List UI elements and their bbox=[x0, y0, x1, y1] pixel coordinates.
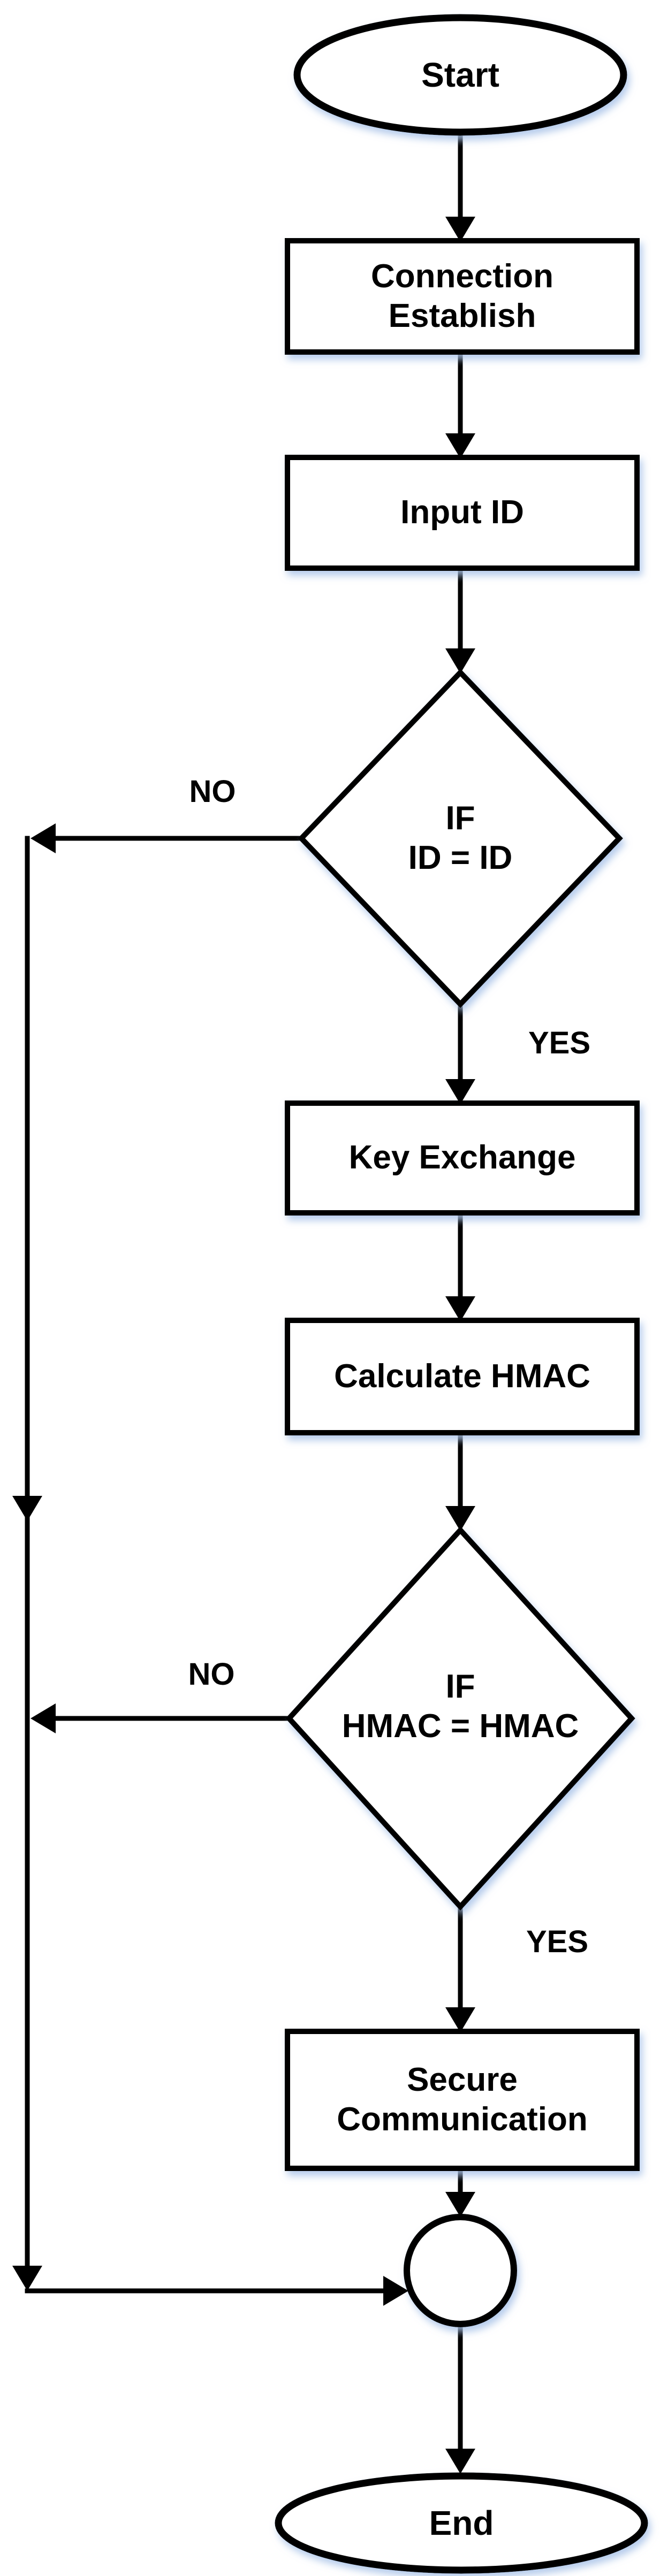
arrowhead-rail-into-junction bbox=[383, 2276, 408, 2306]
calculate-hmac-node-label: Calculate HMAC bbox=[334, 1357, 590, 1395]
junction-connector-shape bbox=[404, 2214, 517, 2327]
arrowhead-into-input bbox=[445, 433, 475, 458]
process-input-id-shape bbox=[285, 455, 640, 571]
arrowhead-no-hmac-into-rail bbox=[31, 1703, 56, 1733]
arrowhead-into-end bbox=[445, 2449, 475, 2474]
process-calculate-hmac-shape bbox=[285, 1318, 640, 1435]
process-secure-communication-shape bbox=[285, 2029, 640, 2171]
arrowhead-into-decision-hmac bbox=[445, 1506, 475, 1531]
arrowhead-into-secure-communication bbox=[445, 2007, 475, 2032]
decision-hmac-shape bbox=[285, 1526, 635, 1911]
arrowhead-rail-corner-down bbox=[12, 2266, 42, 2291]
arrowhead-into-decision-id bbox=[445, 648, 475, 674]
decision-id-no-label: NO bbox=[189, 774, 236, 809]
connection-establish-node-label: Connection Establish bbox=[371, 257, 553, 334]
secure-communication-node-label: Secure Communication bbox=[337, 2061, 588, 2138]
arrowhead-rail-mid-down bbox=[12, 1496, 42, 1521]
key-exchange-node-label: Key Exchange bbox=[348, 1139, 576, 1176]
arrowhead-into-connection bbox=[445, 217, 475, 242]
start-node-label: Start bbox=[421, 55, 499, 94]
arrowhead-into-junction-top bbox=[445, 2192, 475, 2217]
decision-hmac-no-label: NO bbox=[188, 1657, 235, 1692]
input-id-node-label: Input ID bbox=[400, 494, 524, 531]
decision-hmac-yes-label: YES bbox=[526, 1924, 589, 1960]
decision-id-shape bbox=[298, 668, 623, 1008]
end-node-label: End bbox=[429, 2503, 494, 2542]
arrowheads bbox=[12, 217, 475, 2474]
start-terminator-shape bbox=[293, 14, 627, 136]
arrowhead-no-id-into-rail bbox=[31, 823, 56, 853]
decision-id-yes-label: YES bbox=[528, 1026, 591, 1061]
arrowhead-into-key-exchange bbox=[445, 1079, 475, 1104]
process-connection-establish-shape bbox=[285, 238, 640, 355]
arrowhead-into-calculate-hmac bbox=[445, 1296, 475, 1321]
decision-id-node-label: IF ID = ID bbox=[408, 799, 513, 876]
end-terminator-shape bbox=[275, 2472, 648, 2574]
flow-lines bbox=[25, 129, 463, 2454]
process-key-exchange-shape bbox=[285, 1100, 640, 1216]
decision-hmac-node-label: IF HMAC = HMAC bbox=[342, 1668, 579, 1745]
